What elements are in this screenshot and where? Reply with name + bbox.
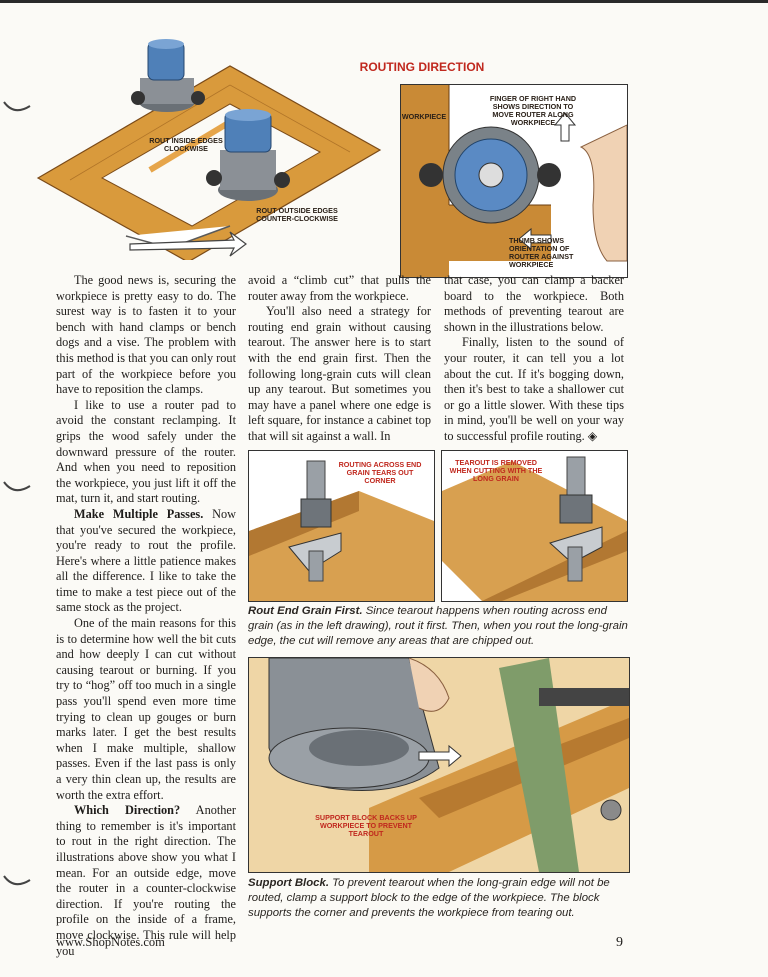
binder-mark-3 — [3, 875, 31, 886]
col1-paragraph-5: Which Direction? Another thing to rememb… — [56, 803, 236, 959]
end-grain-left-figure: ROUTING ACROSS END GRAIN TEARS OUT CORNE… — [248, 450, 435, 602]
end-grain-left-drawing — [249, 460, 434, 601]
end-grain-right-figure: TEAROUT IS REMOVED WHEN CUTTING WITH THE… — [441, 450, 628, 602]
col1-paragraph-2: I like to use a router pad to avoid the … — [56, 397, 236, 506]
col1-heading-passes: Make Multiple Passes. — [74, 506, 204, 521]
inset-panel: WORKPIECE FINGER OF RIGHT HAND SHOWS DIR… — [400, 84, 628, 278]
figure-title: ROUTING DIRECTION — [359, 60, 485, 74]
routing-direction-illustration: ROUT INSIDE EDGES CLOCKWISE ROUT OUTSIDE… — [30, 30, 630, 278]
frame-router-drawing — [36, 39, 382, 260]
col1-paragraph-1: The good news is, securing the workpiece… — [56, 273, 236, 397]
col1-paragraph-3: Make Multiple Passes. Now that you've se… — [56, 507, 236, 616]
end-grain-caption-text: Since tearout happens when routing acros… — [248, 605, 628, 647]
col2-paragraph-1: avoid a “climb cut” that pulls the route… — [248, 273, 431, 303]
column-3: that case, you can clamp a backer board … — [444, 273, 624, 445]
col1-paragraph-5-text: Another thing to remember is it's import… — [56, 803, 236, 958]
col3-paragraph-1: that case, you can clamp a backer board … — [444, 273, 624, 334]
label-rout-inside: ROUT INSIDE EDGES CLOCKWISE — [149, 136, 223, 153]
end-grain-caption: Rout End Grain First. Since tearout happ… — [248, 604, 628, 649]
col1-paragraph-3-text: Now that you've secured the workpiece, y… — [56, 506, 237, 615]
footer-url: www.ShopNotes.com — [56, 935, 165, 949]
binder-mark-1 — [3, 101, 31, 112]
page-number: 9 — [616, 935, 623, 950]
column-2: avoid a “climb cut” that pulls the route… — [248, 273, 431, 445]
col3-paragraph-2: Finally, listen to the sound of your rou… — [444, 335, 624, 444]
inset-drawing — [401, 85, 627, 277]
top-rule — [0, 0, 768, 3]
end-mark-icon: ◈ — [587, 428, 598, 443]
col2-paragraph-2: You'll also need a strategy for routing … — [248, 304, 431, 443]
support-block-figure: SUPPORT BLOCK BACKS UP WORKPIECE TO PREV… — [248, 657, 630, 873]
col1-heading-direction: Which Direction? — [74, 803, 181, 818]
label-finger: FINGER OF RIGHT HAND SHOWS DIRECTION TO … — [489, 94, 577, 127]
label-routing-across: ROUTING ACROSS END GRAIN TEARS OUT CORNE… — [338, 460, 422, 485]
support-block-caption-head: Support Block. — [248, 877, 330, 889]
support-block-caption-text: To prevent tearout when the long-grain e… — [248, 877, 610, 919]
label-thumb: THUMB SHOWS ORIENTATION OF ROUTER AGAINS… — [509, 236, 574, 269]
support-block-caption: Support Block. To prevent tearout when t… — [248, 876, 628, 921]
label-tearout-removed: TEAROUT IS REMOVED WHEN CUTTING WITH THE… — [449, 458, 543, 483]
end-grain-caption-head: Rout End Grain First. — [248, 605, 363, 617]
end-grain-right-drawing — [442, 456, 627, 601]
label-support-block: SUPPORT BLOCK BACKS UP WORKPIECE TO PREV… — [315, 813, 417, 838]
column-1: The good news is, securing the workpiece… — [56, 273, 236, 959]
label-rout-outside: ROUT OUTSIDE EDGES COUNTER-CLOCKWISE — [256, 206, 338, 223]
col1-paragraph-4: One of the main reasons for this is to d… — [56, 616, 236, 802]
binder-mark-2 — [3, 481, 31, 492]
support-block-drawing — [249, 658, 629, 872]
label-workpiece: WORKPIECE — [401, 112, 447, 121]
col3-paragraph-2-text: Finally, listen to the sound of your rou… — [444, 335, 624, 443]
